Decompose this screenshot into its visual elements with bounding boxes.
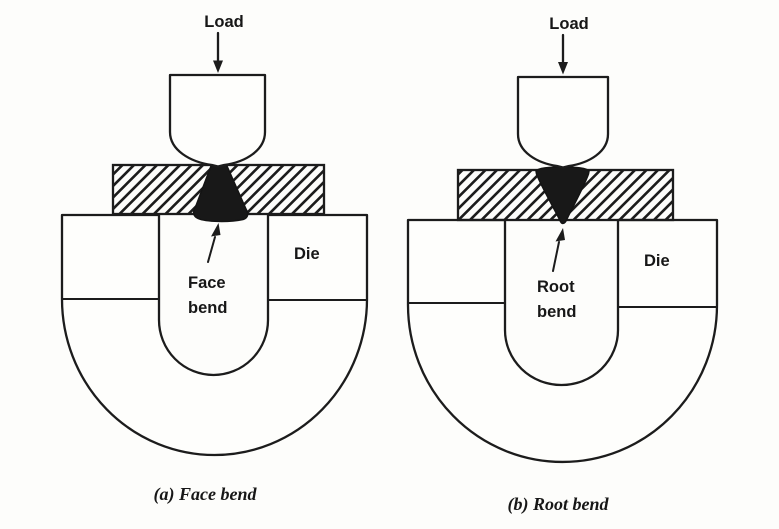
die-label: Die — [644, 252, 670, 270]
figure-caption: (a) Face bend — [154, 484, 258, 505]
weld-pointer-arrowhead-icon — [555, 228, 565, 242]
die-block — [406, 218, 719, 464]
load-arrowhead-icon — [213, 60, 223, 73]
punch — [168, 73, 267, 168]
weld-pointer-arrow-icon — [207, 236, 216, 263]
load-arrowhead-icon — [558, 62, 568, 75]
weld-pointer-arrowhead-icon — [211, 223, 221, 237]
die-block — [60, 213, 369, 457]
weld-pointer-label-line2: bend — [537, 303, 576, 321]
die-split-line — [61, 298, 368, 301]
weld-pointer-arrow-icon — [552, 241, 560, 272]
die-label: Die — [294, 245, 320, 263]
figure-caption: (b) Root bend — [508, 494, 610, 515]
weld-pointer-label-line1: Face — [188, 274, 226, 292]
load-label: Load — [204, 13, 243, 31]
die-split-line — [407, 302, 718, 308]
face-bend-diagram: Load Die Face bend (a) Face bend — [60, 13, 369, 505]
weld-bead — [535, 166, 590, 225]
punch — [516, 75, 610, 169]
load-label: Load — [549, 15, 588, 33]
root-bend-diagram: Load Die Root bend (b) Root bend — [406, 15, 719, 515]
weld-pointer-label-line1: Root — [537, 278, 575, 296]
weld-pointer-label-line2: bend — [188, 299, 227, 317]
